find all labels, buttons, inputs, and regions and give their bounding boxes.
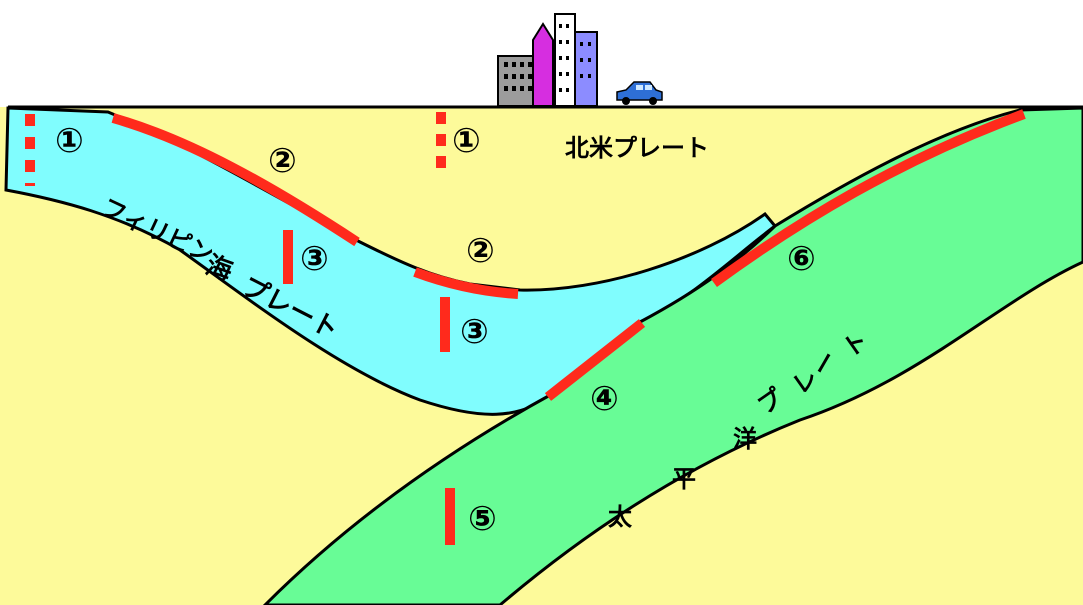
fault-2-lower xyxy=(413,267,519,299)
marker-4: ④ xyxy=(590,379,619,419)
marker-3-left: ③ xyxy=(300,239,329,279)
north-american-plate-label: 北米プレート xyxy=(565,134,709,162)
marker-2-upper: ② xyxy=(268,141,297,181)
fault-2-upper xyxy=(111,113,360,247)
philippine-sea-plate xyxy=(4,106,778,416)
pacific-plate-char: 洋 xyxy=(733,425,757,453)
marker-6: ⑥ xyxy=(787,239,816,279)
fault-markers xyxy=(25,109,1026,545)
pacific-plate xyxy=(262,106,1083,605)
city-buildings-icon xyxy=(497,13,598,107)
fault-6 xyxy=(711,109,1026,288)
marker-1-left: ① xyxy=(55,121,84,161)
fault-4 xyxy=(544,319,646,401)
marker-5: ⑤ xyxy=(468,499,497,539)
car-icon xyxy=(616,81,663,105)
marker-2-lower: ② xyxy=(466,231,495,271)
pacific-plate-char: 太 xyxy=(608,503,633,531)
marker-1-center: ① xyxy=(452,121,481,161)
marker-3-right: ③ xyxy=(460,312,489,352)
pacific-plate-char: 平 xyxy=(672,465,696,493)
